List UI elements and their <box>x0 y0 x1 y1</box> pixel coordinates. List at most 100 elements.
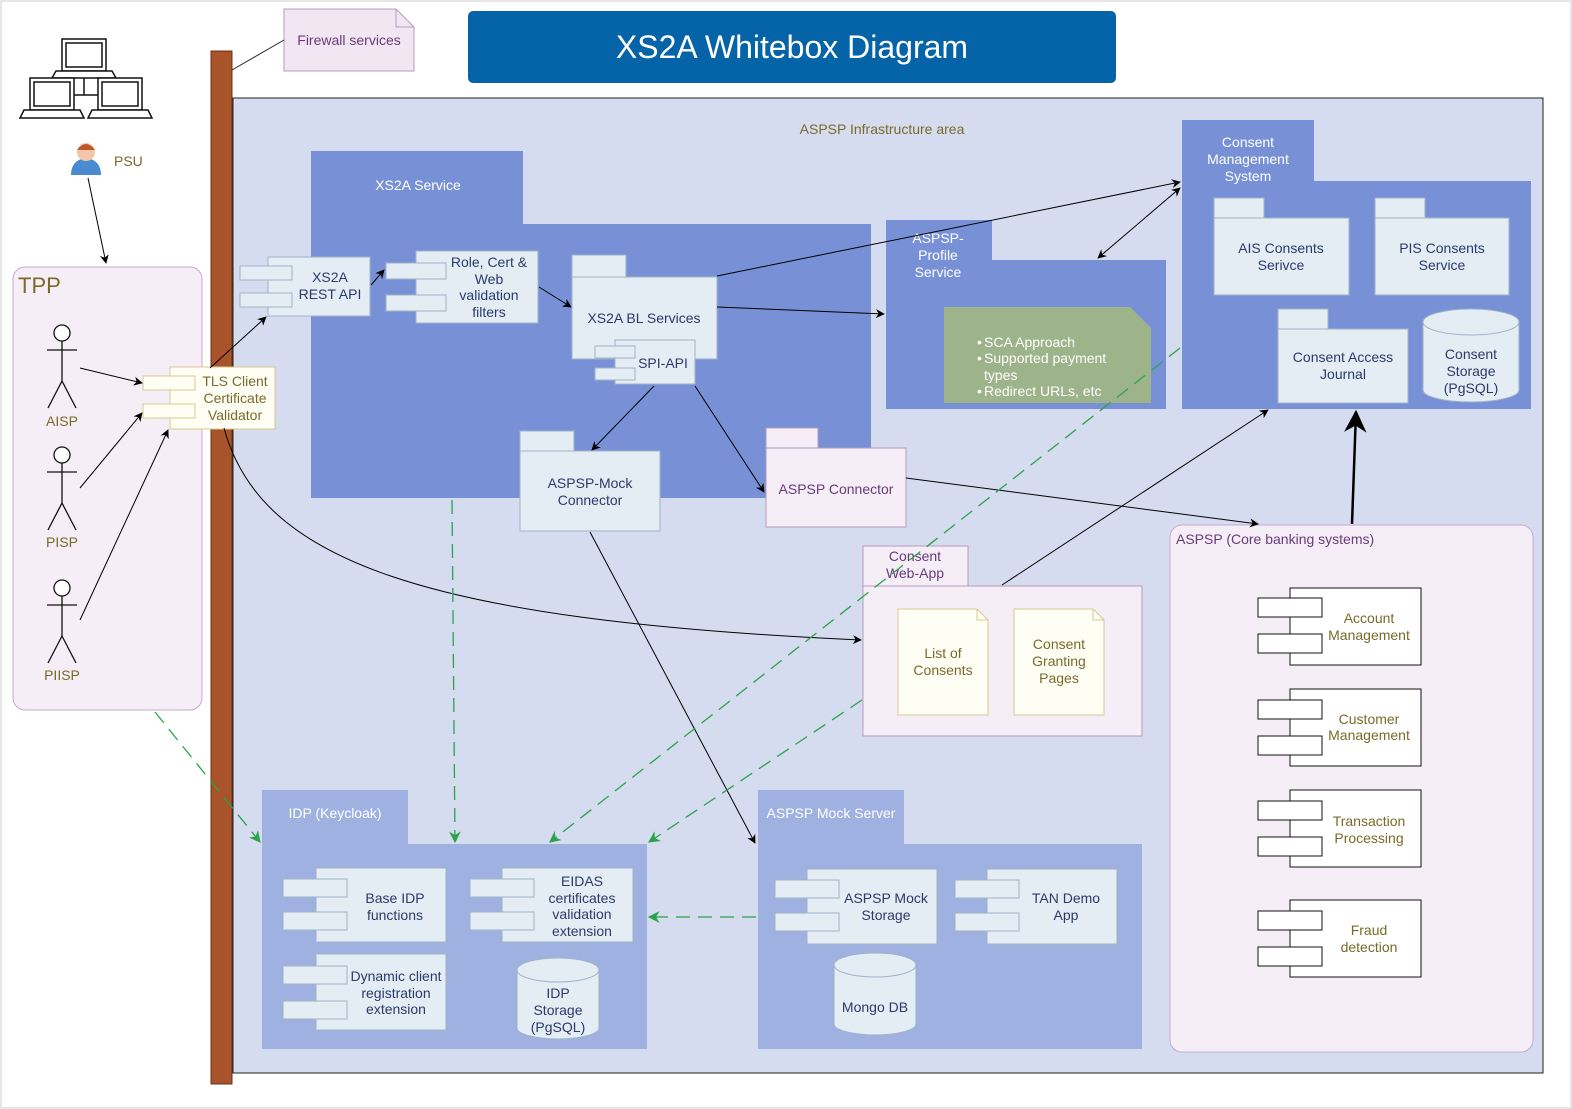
svg-text:Storage: Storage <box>533 1002 582 1018</box>
core-customer-management: Customer Management <box>1257 688 1422 767</box>
web-validation-filters: Role, Cert & Web validation filters <box>385 250 539 324</box>
svg-text:IDP: IDP <box>546 985 569 1001</box>
svg-text:Pages: Pages <box>1039 670 1079 686</box>
svg-text:ASPSP Mock: ASPSP Mock <box>844 890 929 906</box>
spi-api: SPI-API <box>594 339 696 385</box>
svg-text:List of: List of <box>924 645 961 661</box>
svg-text:Account: Account <box>1344 610 1395 626</box>
svg-text:AIS Consents: AIS Consents <box>1238 240 1324 256</box>
svg-text:Storage: Storage <box>861 907 910 923</box>
core-transaction-processing: Transaction Processing <box>1257 789 1422 868</box>
svg-text:Storage: Storage <box>1446 363 1495 379</box>
svg-text:validation: validation <box>459 287 518 303</box>
piisp-to-tls-arrow <box>79 429 169 621</box>
pisp-to-tls-arrow <box>79 412 143 489</box>
svg-text:Customer: Customer <box>1339 711 1400 727</box>
actor-aisp <box>47 324 77 409</box>
base-idp-functions: Base IDP functions <box>282 867 447 943</box>
svg-text:REST API: REST API <box>299 286 362 302</box>
actor-pisp-label: PISP <box>46 534 78 550</box>
svg-text:XS2A BL Services: XS2A BL Services <box>587 310 700 326</box>
actor-piisp <box>47 579 77 664</box>
webapp-to-journal-arrow <box>1001 409 1269 586</box>
svg-text:(PgSQL): (PgSQL) <box>1444 380 1498 396</box>
svg-text:Connector: Connector <box>558 492 623 508</box>
eidas-validation-extension: EIDAS certificates validation extension <box>469 867 634 943</box>
tls-validator: TLS Client Certificate Validator <box>142 366 276 430</box>
consent-storage-db: Consent Storage (PgSQL) <box>1422 308 1520 403</box>
svg-text:Service: Service <box>1419 257 1466 273</box>
svg-text:App: App <box>1054 907 1079 923</box>
svg-text:(PgSQL): (PgSQL) <box>531 1019 585 1035</box>
svg-text:Serivce: Serivce <box>1258 257 1305 273</box>
svg-text:Supported payment: Supported payment <box>984 350 1106 366</box>
tpp-container <box>12 266 203 711</box>
aspsp-mock-connector: ASPSP-Mock Connector <box>519 430 661 532</box>
svg-text:TLS Client: TLS Client <box>202 373 267 389</box>
svg-text:SPI-API: SPI-API <box>638 355 688 371</box>
svg-text:Processing: Processing <box>1334 830 1403 846</box>
tpp-title: TPP <box>18 273 61 298</box>
svg-text:extension: extension <box>552 923 612 939</box>
tan-demo-app: TAN Demo App <box>954 868 1118 945</box>
xs2a-service-title: XS2A Service <box>375 177 461 193</box>
filters-to-bl-arrow <box>538 286 572 308</box>
svg-text:detection: detection <box>1341 939 1398 955</box>
core-to-cms-arrow <box>1344 409 1367 525</box>
profile-cms-arrow <box>1097 187 1181 259</box>
svg-text:types: types <box>984 367 1017 383</box>
cms-title-line1: Consent <box>1222 134 1274 150</box>
svg-text:•: • <box>977 334 982 350</box>
svg-text:Management: Management <box>1328 727 1410 743</box>
mock-connector-to-mock-server-arrow <box>589 531 756 844</box>
tls-to-webapp-arrow <box>223 427 862 645</box>
svg-text:XS2A: XS2A <box>312 269 348 285</box>
computers-icon <box>18 38 154 119</box>
firewall-note <box>283 8 415 72</box>
diagram-title: XS2A Whitebox Diagram <box>616 29 968 65</box>
xs2a-rest-api: XS2A REST API <box>239 256 371 317</box>
core-banking-title: ASPSP (Core banking systems) <box>1176 531 1374 547</box>
aisp-to-tls-arrow <box>79 367 143 386</box>
svg-text:SCA Approach: SCA Approach <box>984 334 1075 350</box>
firewall-bar <box>210 50 233 1085</box>
svg-text:Certificate: Certificate <box>203 390 266 406</box>
svg-text:certificates: certificates <box>549 890 616 906</box>
actor-aisp-label: AISP <box>46 413 78 429</box>
profile-settings-note <box>944 307 1151 403</box>
cms-title-line3: System <box>1225 168 1272 184</box>
svg-text:extension: extension <box>366 1001 426 1017</box>
svg-text:Consent: Consent <box>1445 346 1497 362</box>
svg-text:Management: Management <box>1328 627 1410 643</box>
svg-text:Consent Access: Consent Access <box>1293 349 1393 365</box>
actor-pisp <box>47 446 77 531</box>
svg-text:ASPSP Connector: ASPSP Connector <box>779 481 894 497</box>
mongo-db: Mongo DB <box>833 952 917 1036</box>
core-account-management: Account Management <box>1257 587 1422 666</box>
svg-text:Web: Web <box>475 271 504 287</box>
spi-to-mock-connector-arrow <box>591 385 655 451</box>
profile-service-title-line3: Service <box>915 264 962 280</box>
svg-text:EIDAS: EIDAS <box>561 873 603 889</box>
xs2a-to-eidas-dashed-arrow <box>449 499 461 844</box>
svg-text:ASPSP-Mock: ASPSP-Mock <box>548 475 634 491</box>
svg-text:Mongo DB: Mongo DB <box>842 999 908 1015</box>
idp-title: IDP (Keycloak) <box>288 805 381 821</box>
aspsp-mock-storage: ASPSP Mock Storage <box>774 868 938 945</box>
core-fraud-detection: Fraud detection <box>1257 899 1422 978</box>
consent-granting-pages: Consent Granting Pages <box>1013 608 1105 716</box>
consent-access-journal: Consent Access Journal <box>1277 308 1409 404</box>
svg-text:Journal: Journal <box>1320 366 1366 382</box>
tpp-to-idp-dashed-arrow <box>154 711 261 843</box>
svg-text:validation: validation <box>552 906 611 922</box>
list-of-consents-page: List of Consents <box>897 608 989 716</box>
svg-text:Dynamic client: Dynamic client <box>350 968 441 984</box>
svg-text:•: • <box>977 383 982 399</box>
svg-text:Validator: Validator <box>208 407 263 423</box>
connector-to-core-arrow <box>905 477 1259 528</box>
svg-text:Granting: Granting <box>1032 653 1086 669</box>
dynamic-client-registration: Dynamic client registration extension <box>282 953 447 1031</box>
svg-text:Redirect URLs, etc: Redirect URLs, etc <box>984 383 1101 399</box>
